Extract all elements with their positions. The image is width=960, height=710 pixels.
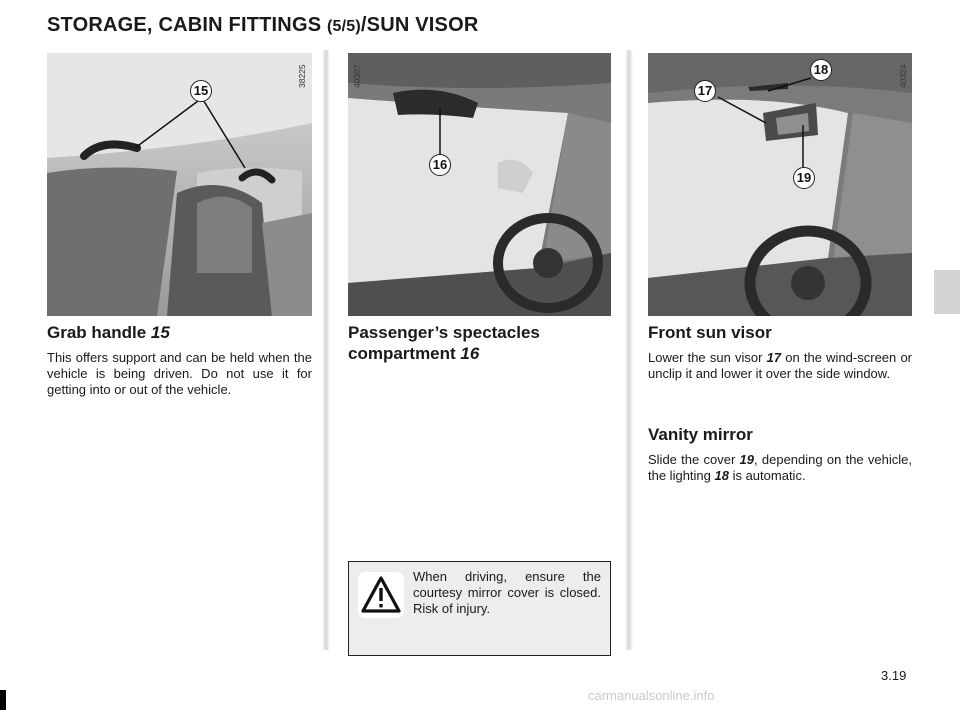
sun-visor-text: Lower the sun visor 17 on the wind-scree… — [648, 350, 912, 381]
grab-handle-heading: Grab handle 15 — [47, 323, 170, 342]
callout-18: 18 — [810, 59, 832, 81]
grab-handle-text: This offers support and can be held when… — [47, 350, 312, 397]
column-separator — [625, 50, 633, 650]
page-title: STORAGE, CABIN FITTINGS (5/5)/SUN VISOR — [47, 14, 479, 36]
callout-17: 17 — [694, 80, 716, 102]
warning-box: When driving, ensure the courtesy mirror… — [348, 561, 611, 656]
grab-handle-photo — [47, 53, 312, 316]
callout-19: 19 — [793, 167, 815, 189]
vanity-mirror-heading: Vanity mirror — [648, 425, 753, 444]
sun-visor-heading: Front sun visor — [648, 323, 772, 342]
warning-triangle-icon — [358, 572, 404, 618]
vanity-mirror-text: Slide the cover 19, depending on the veh… — [648, 452, 912, 483]
photo-reference: 40307 — [352, 64, 362, 88]
page-number: 3.19 — [881, 668, 907, 683]
watermark: carmanualsonline.info — [588, 688, 715, 703]
spectacles-compartment-photo — [348, 53, 611, 316]
photo-reference: 40324 — [898, 64, 908, 88]
column-separator — [322, 50, 330, 650]
chapter-tab — [934, 270, 960, 314]
warning-text: When driving, ensure the courtesy mirror… — [413, 569, 601, 616]
photo-reference: 38225 — [297, 64, 307, 88]
callout-15: 15 — [190, 80, 212, 102]
page-marker — [0, 690, 6, 710]
callout-16: 16 — [429, 154, 451, 176]
sun-visor-photo — [648, 53, 912, 316]
